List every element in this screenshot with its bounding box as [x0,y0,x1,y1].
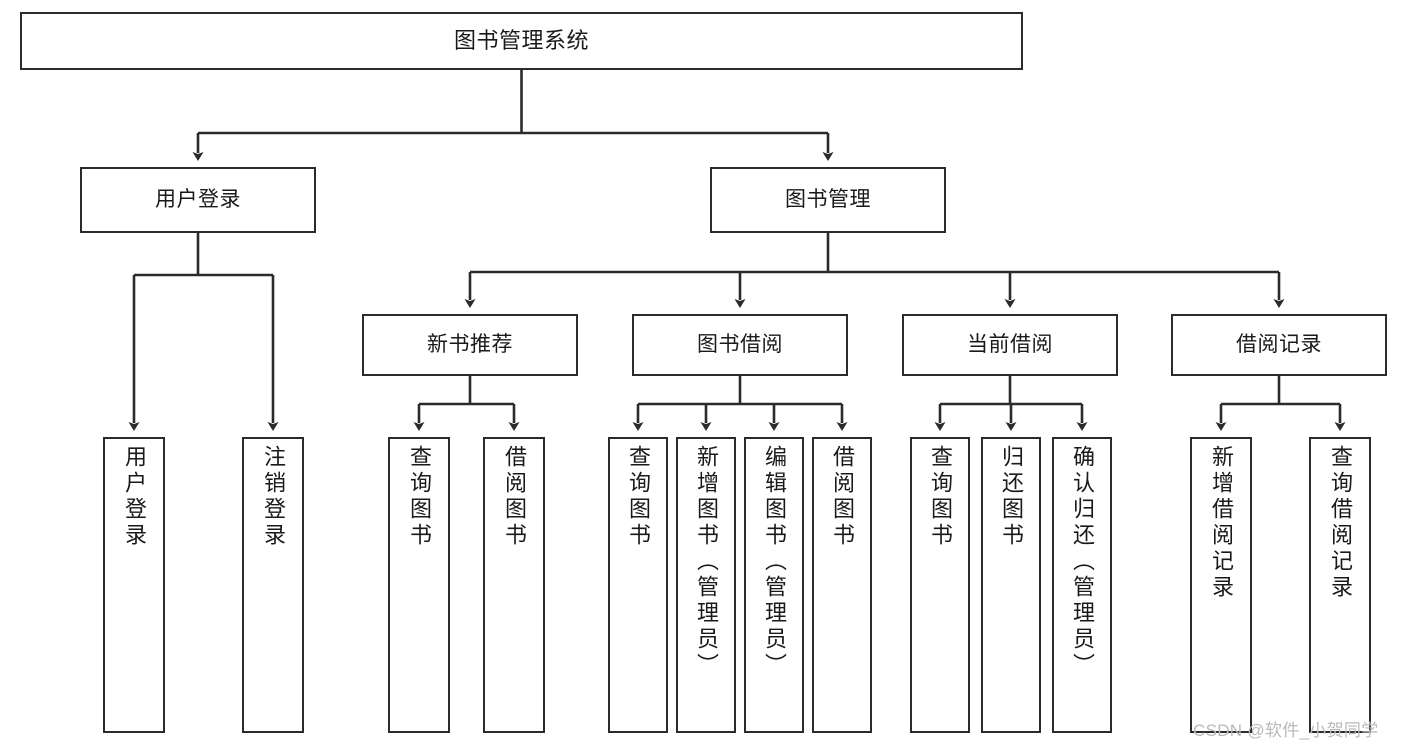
leaf-query-book-recommend[interactable]: 查询图书 [388,437,450,733]
leaf-add-borrow-record-label: 新增借阅记录 [1209,445,1234,601]
leaf-logout-label: 注销登录 [261,445,286,549]
leaf-user-login-label: 用户登录 [122,445,147,549]
leaf-add-book-admin[interactable]: 新增图书（管理员） [676,437,736,733]
leaf-query-book-current-label: 查询图书 [928,445,953,549]
node-new-book-recommend[interactable]: 新书推荐 [362,314,578,376]
node-current-borrow[interactable]: 当前借阅 [902,314,1118,376]
leaf-edit-book-admin-label: 编辑图书（管理员） [762,445,787,679]
node-borrow-record[interactable]: 借阅记录 [1171,314,1387,376]
leaf-logout[interactable]: 注销登录 [242,437,304,733]
leaf-add-borrow-record[interactable]: 新增借阅记录 [1190,437,1252,733]
node-borrow-record-label: 借阅记录 [1236,332,1322,356]
node-book-management-label: 图书管理 [785,187,871,211]
node-new-book-recommend-label: 新书推荐 [427,332,513,356]
leaf-borrow-book[interactable]: 借阅图书 [812,437,872,733]
node-current-borrow-label: 当前借阅 [967,332,1053,356]
leaf-query-book-borrow-label: 查询图书 [626,445,651,549]
leaf-confirm-return-admin[interactable]: 确认归还（管理员） [1052,437,1112,733]
leaf-query-book-current[interactable]: 查询图书 [910,437,970,733]
leaf-borrow-book-label: 借阅图书 [830,445,855,549]
leaf-return-book-label: 归还图书 [999,445,1024,549]
leaf-borrow-book-recommend[interactable]: 借阅图书 [483,437,545,733]
leaf-return-book[interactable]: 归还图书 [981,437,1041,733]
leaf-confirm-return-admin-label: 确认归还（管理员） [1070,445,1095,679]
leaf-query-book-borrow[interactable]: 查询图书 [608,437,668,733]
node-book-borrow-label: 图书借阅 [697,332,783,356]
leaf-edit-book-admin[interactable]: 编辑图书（管理员） [744,437,804,733]
leaf-add-book-admin-label: 新增图书（管理员） [694,445,719,679]
leaf-query-book-recommend-label: 查询图书 [407,445,432,549]
leaf-borrow-book-recommend-label: 借阅图书 [502,445,527,549]
node-root-system[interactable]: 图书管理系统 [20,12,1023,70]
leaf-user-login[interactable]: 用户登录 [103,437,165,733]
node-user-login[interactable]: 用户登录 [80,167,316,233]
node-book-management[interactable]: 图书管理 [710,167,946,233]
node-user-login-label: 用户登录 [155,187,241,211]
leaf-query-borrow-record[interactable]: 查询借阅记录 [1309,437,1371,733]
node-book-borrow[interactable]: 图书借阅 [632,314,848,376]
csdn-watermark: CSDN @软件_小贺同学 [1193,721,1379,740]
node-root-label: 图书管理系统 [453,28,589,54]
leaf-query-borrow-record-label: 查询借阅记录 [1328,445,1353,601]
